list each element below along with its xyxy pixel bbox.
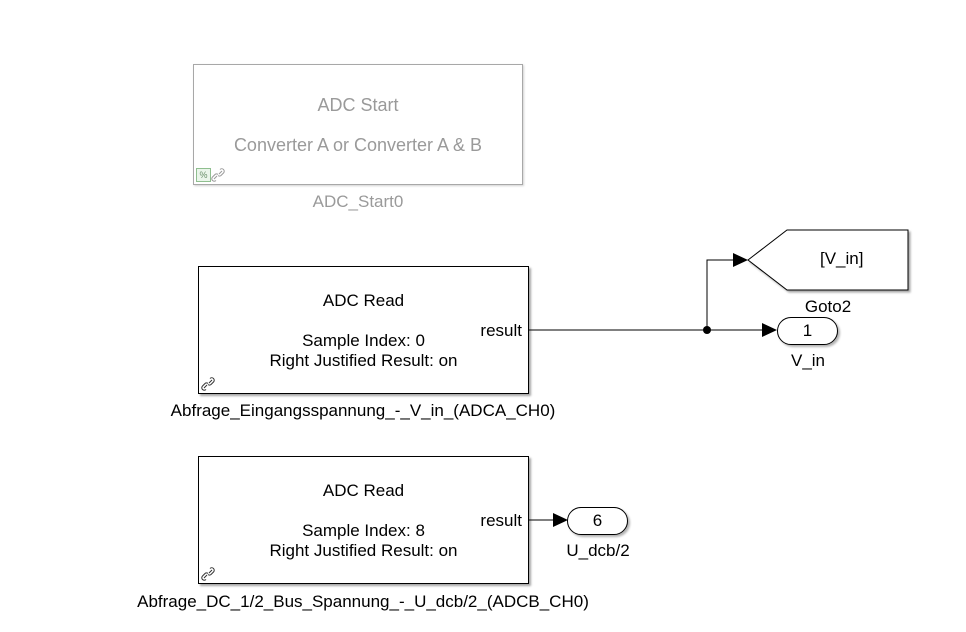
adc-start-title: ADC Start — [317, 95, 399, 115]
adc-read-2-port-result: result — [480, 511, 522, 530]
branch-point — [703, 326, 711, 334]
outport-1-number: 1 — [802, 321, 813, 340]
link-icon — [201, 377, 215, 391]
arrowhead-goto — [733, 253, 748, 267]
arrowhead-outport-1 — [762, 323, 777, 337]
outport-6-name[interactable]: U_dcb/2 — [566, 541, 630, 560]
adc-read-2-justified: Right Justified Result: on — [269, 541, 458, 560]
goto-block-shape[interactable] — [747, 229, 909, 291]
adc-read-2-name[interactable]: Abfrage_DC_1/2_Bus_Spannung_-_U_dcb/2_(A… — [137, 592, 589, 611]
outport-6-block[interactable]: 6 — [567, 507, 628, 535]
outport-1-block[interactable]: 1 — [777, 317, 838, 345]
adc-read-2-sample-index: Sample Index: 8 — [302, 521, 425, 540]
link-icon — [211, 168, 225, 182]
arrowhead-outport-6 — [553, 513, 568, 527]
adc-read-block-1[interactable]: ADC Read Sample Index: 0 Right Justified… — [198, 266, 529, 394]
adc-start-name[interactable]: ADC_Start0 — [312, 192, 404, 211]
link-icon — [201, 567, 215, 581]
adc-read-2-title: ADC Read — [322, 481, 405, 500]
outport-6-number: 6 — [592, 511, 603, 530]
adc-read-1-title: ADC Read — [322, 291, 405, 310]
adc-start-block[interactable]: ADC Start Converter A or Converter A & B… — [193, 64, 523, 185]
adc-read-block-2[interactable]: ADC Read Sample Index: 8 Right Justified… — [198, 456, 529, 584]
adc-read-1-name[interactable]: Abfrage_Eingangsspannung_-_V_in_(ADCA_CH… — [170, 401, 556, 420]
percent-icon: % — [196, 168, 211, 182]
goto-tag: [V_in] — [820, 249, 864, 268]
adc-read-1-justified: Right Justified Result: on — [269, 351, 458, 370]
outport-1-name[interactable]: V_in — [790, 351, 826, 370]
goto-name[interactable]: Goto2 — [804, 297, 852, 316]
adc-read-1-sample-index: Sample Index: 0 — [302, 331, 425, 350]
signal-line-to-goto[interactable] — [706, 259, 733, 330]
adc-read-1-port-result: result — [480, 321, 522, 340]
adc-start-subtitle: Converter A or Converter A & B — [233, 135, 483, 155]
